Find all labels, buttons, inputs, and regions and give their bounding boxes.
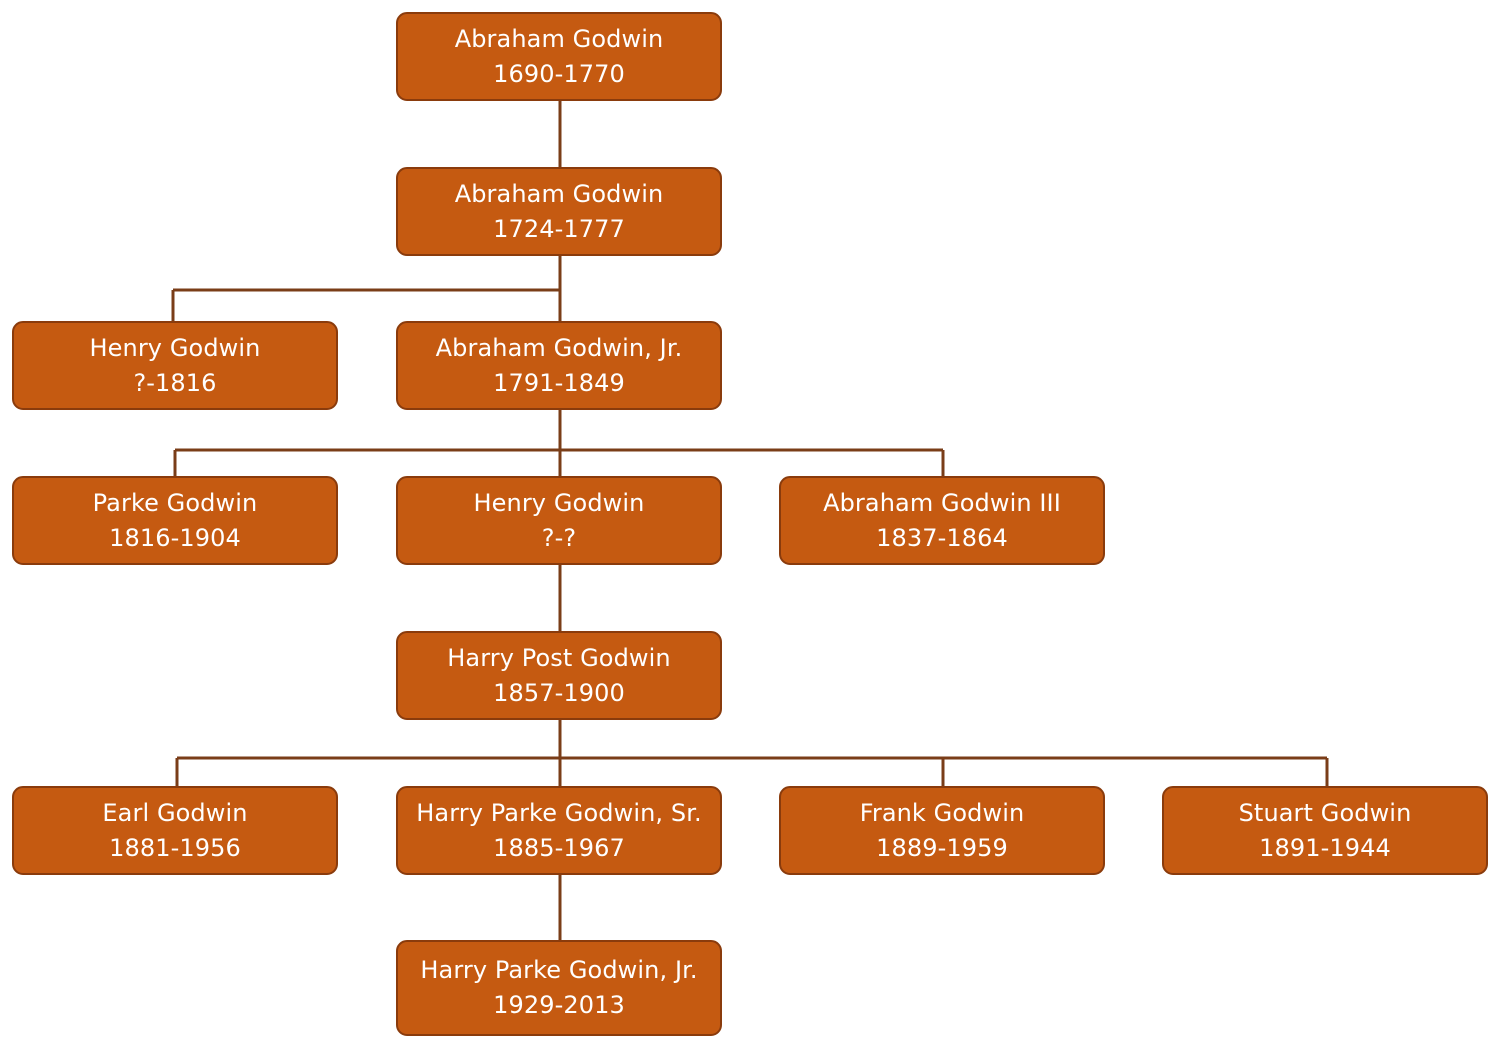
person-dates: 1885-1967	[493, 833, 625, 862]
person-name: Abraham Godwin, Jr.	[435, 333, 683, 362]
person-node-parke-godwin: Parke Godwin 1816-1904	[12, 476, 338, 565]
person-name: Abraham Godwin	[454, 179, 664, 208]
person-dates: 1837-1864	[876, 523, 1008, 552]
person-name: Harry Parke Godwin, Jr.	[420, 956, 698, 984]
person-node-harry-parke-godwin-jr: Harry Parke Godwin, Jr. 1929-2013	[396, 940, 722, 1036]
person-dates: 1889-1959	[876, 833, 1008, 862]
person-node-stuart-godwin: Stuart Godwin 1891-1944	[1162, 786, 1488, 875]
person-dates: 1929-2013	[493, 991, 625, 1019]
person-name: Abraham Godwin III	[823, 488, 1061, 517]
person-name: Earl Godwin	[102, 798, 248, 827]
person-dates: 1857-1900	[493, 678, 625, 707]
person-name: Henry Godwin	[473, 488, 645, 517]
person-dates: 1816-1904	[109, 523, 241, 552]
person-node-harry-post-godwin: Harry Post Godwin 1857-1900	[396, 631, 722, 720]
person-dates: ?-?	[541, 523, 577, 552]
person-dates: 1891-1944	[1259, 833, 1391, 862]
person-name: Abraham Godwin	[454, 24, 664, 53]
person-name: Parke Godwin	[92, 488, 258, 517]
person-node-abraham-godwin-iii: Abraham Godwin III 1837-1864	[779, 476, 1105, 565]
person-dates: ?-1816	[133, 368, 217, 397]
person-name: Stuart Godwin	[1238, 798, 1412, 827]
person-name: Harry Post Godwin	[447, 643, 671, 672]
person-node-earl-godwin: Earl Godwin 1881-1956	[12, 786, 338, 875]
person-name: Harry Parke Godwin, Sr.	[416, 798, 702, 827]
person-node-henry-godwin-1816: Henry Godwin ?-1816	[12, 321, 338, 410]
person-node-abraham-godwin-1690: Abraham Godwin 1690-1770	[396, 12, 722, 101]
person-name: Henry Godwin	[89, 333, 261, 362]
person-node-henry-godwin-unknown: Henry Godwin ?-?	[396, 476, 722, 565]
person-dates: 1690-1770	[493, 59, 625, 88]
person-name: Frank Godwin	[859, 798, 1025, 827]
person-dates: 1881-1956	[109, 833, 241, 862]
person-node-frank-godwin: Frank Godwin 1889-1959	[779, 786, 1105, 875]
person-node-harry-parke-godwin-sr: Harry Parke Godwin, Sr. 1885-1967	[396, 786, 722, 875]
person-node-abraham-godwin-1724: Abraham Godwin 1724-1777	[396, 167, 722, 256]
person-node-abraham-godwin-jr: Abraham Godwin, Jr. 1791-1849	[396, 321, 722, 410]
person-dates: 1791-1849	[493, 368, 625, 397]
person-dates: 1724-1777	[493, 214, 625, 243]
